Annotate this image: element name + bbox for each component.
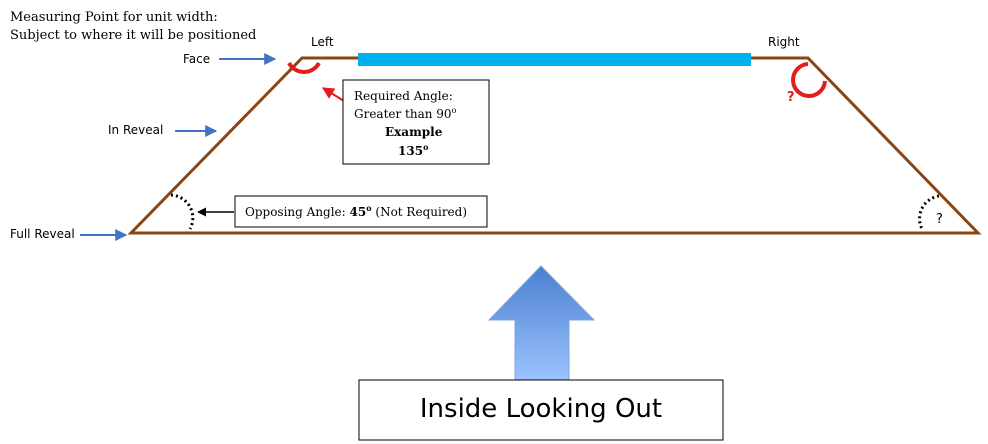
right-corner-label: Right xyxy=(768,35,800,49)
caption-box xyxy=(358,379,724,441)
viewing-direction-arrow xyxy=(487,265,596,381)
opposing-angle-box xyxy=(234,195,488,228)
left-opposing-angle-arc xyxy=(170,193,195,230)
left-required-angle-arc xyxy=(287,61,321,74)
required-angle-min-degree: o xyxy=(452,106,457,115)
full-reveal-label: Full Reveal xyxy=(10,227,75,241)
heading-line-1: Measuring Point for unit width: xyxy=(10,10,218,25)
required-angle-example-degree: o xyxy=(423,142,429,152)
opposing-angle-value: 45 xyxy=(350,205,367,219)
required-angle-example-label: Example xyxy=(385,125,443,139)
required-angle-example-value: 135o xyxy=(398,142,429,158)
opposing-angle-prefix: Opposing Angle: xyxy=(245,205,350,219)
caption-text: Inside Looking Out xyxy=(420,394,662,424)
required-angle-line-1: Required Angle: xyxy=(354,89,453,103)
heading-line-2: Subject to where it will be positioned xyxy=(10,28,256,43)
upper-right-unknown-mark: ? xyxy=(787,90,795,105)
required-angle-line-2: Greater than 90o xyxy=(354,106,457,121)
left-corner-label: Left xyxy=(311,35,334,49)
opposing-angle-degree: o xyxy=(366,203,372,213)
in-reveal-label: In Reveal xyxy=(108,123,163,137)
required-angle-min-value: Greater than 90 xyxy=(354,107,452,121)
face-label: Face xyxy=(183,52,210,66)
required-angle-example-number: 135 xyxy=(398,144,423,158)
opposing-angle-suffix: (Not Required) xyxy=(372,205,467,219)
unit-width-bar xyxy=(358,53,751,66)
required-angle-pointer xyxy=(321,87,345,102)
lower-right-unknown-mark: ? xyxy=(936,212,943,227)
opposing-angle-text: Opposing Angle: 45o (Not Required) xyxy=(245,203,467,219)
required-angle-box xyxy=(342,79,490,165)
right-opposing-angle-arc xyxy=(918,194,940,230)
right-required-angle-arc xyxy=(791,62,827,98)
